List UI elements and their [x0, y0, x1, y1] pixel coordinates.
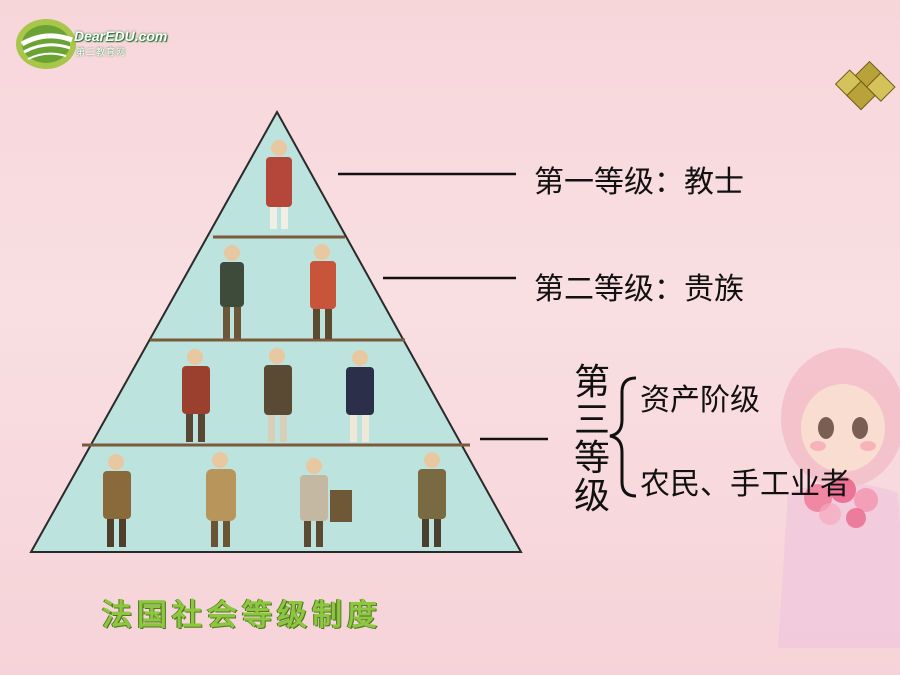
bourgeois-figure-icon: [182, 349, 210, 442]
artisan-figure-icon: [418, 452, 446, 547]
peasants-artisans-label: 农民、手工业者: [640, 467, 850, 502]
bourgeoisie-label: 资产阶级: [640, 383, 760, 418]
clergy-figure-icon: [266, 140, 292, 229]
logo-icon: [16, 19, 76, 69]
bourgeois-figure-icon: [264, 348, 292, 442]
logo-subtitle: 第二教育网: [76, 47, 127, 57]
artisan-figure-icon: [300, 458, 352, 547]
peasant-figure-icon: [206, 452, 236, 547]
ornament-icon: [834, 60, 896, 111]
level-1-label: 第一等级：教士: [534, 165, 744, 200]
cartoon-girl-icon: [778, 348, 900, 648]
social-pyramid: [29, 109, 523, 553]
pyramid-shape: [29, 109, 523, 553]
level-2-label: 第二等级：贵族: [534, 272, 744, 307]
level-3-label: 第三等级: [573, 362, 610, 517]
noble-figure-icon: [220, 245, 244, 339]
diagram-caption: 法国社会等级制度: [102, 598, 382, 633]
logo-name: DearEDU.com: [74, 28, 168, 44]
noble-figure-icon: [310, 244, 336, 339]
bourgeois-figure-icon: [346, 350, 374, 442]
peasant-figure-icon: [103, 454, 131, 547]
